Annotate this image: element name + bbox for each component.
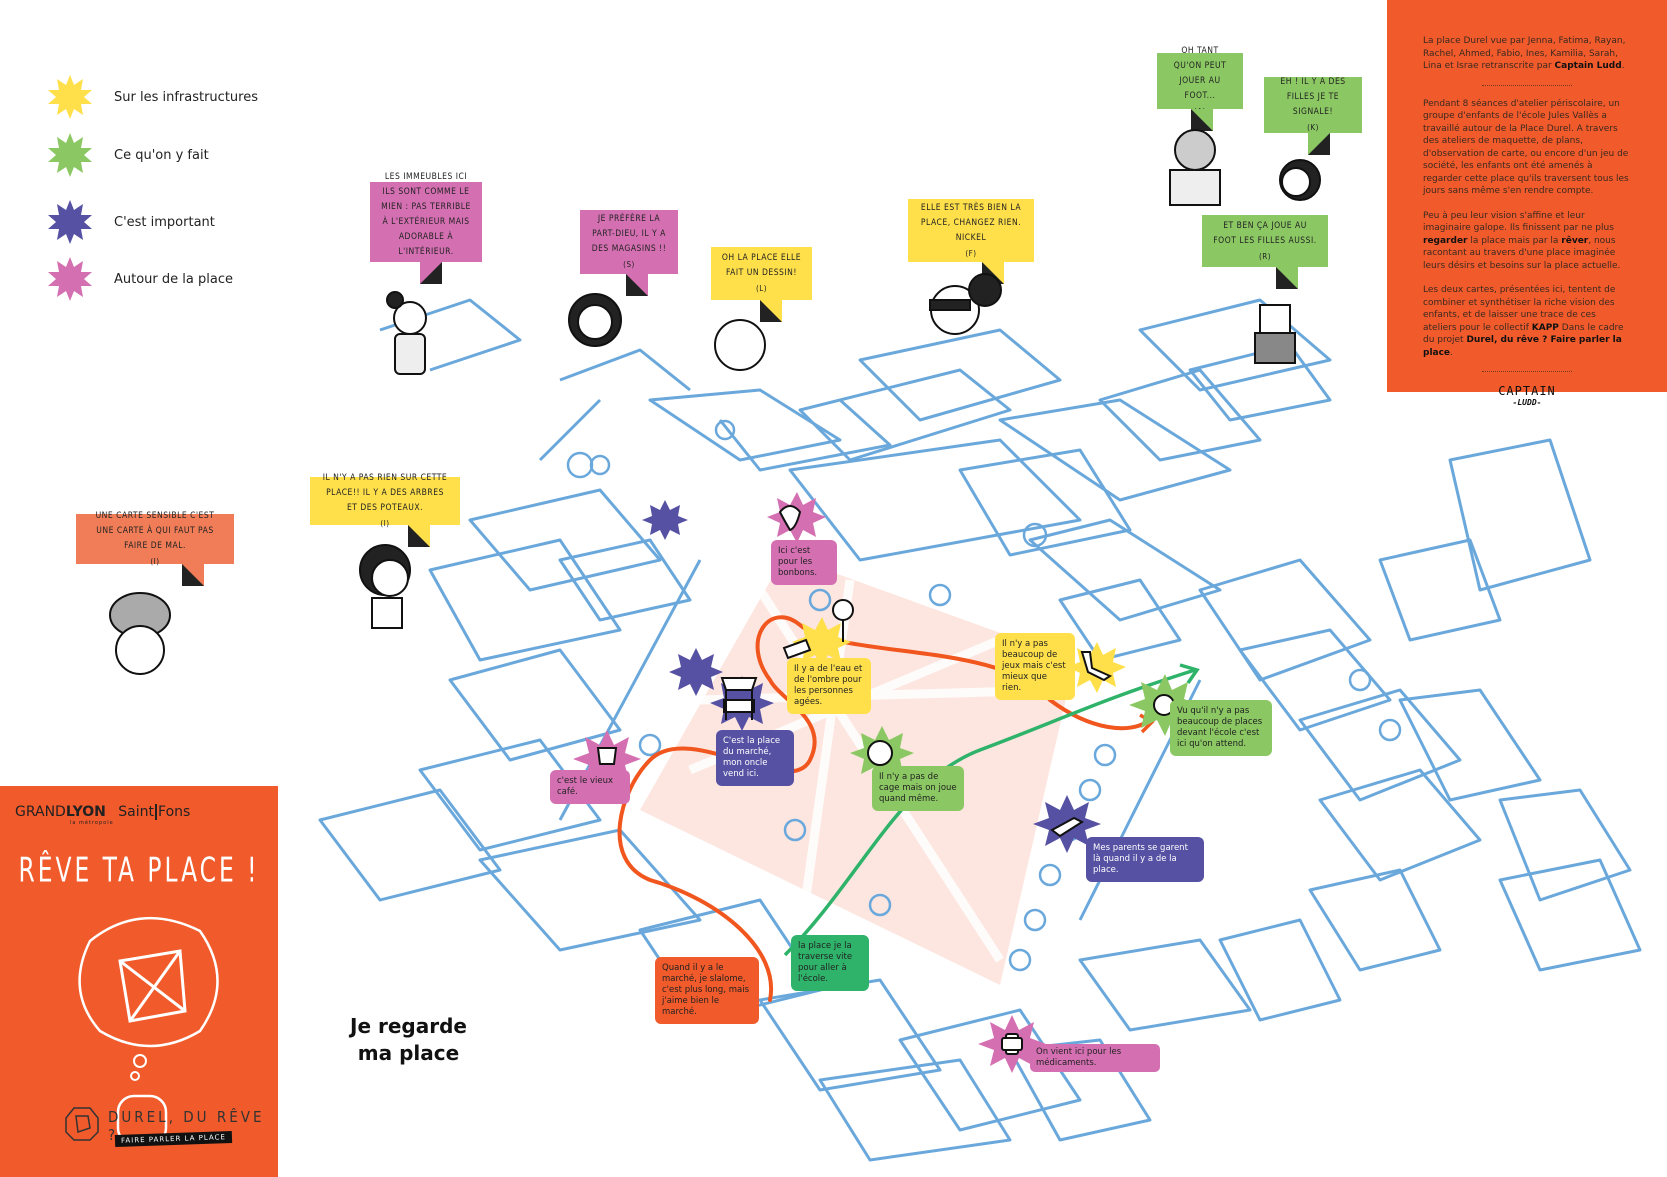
description-paragraph-1: Pendant 8 séances d'atelier périscolaire… [1423,98,1629,197]
quote-text: Elle est très bien la place, changez rie… [920,202,1022,243]
divider [1482,371,1572,372]
car-icon [1050,816,1085,838]
croissant-icon [778,505,802,532]
green-burst-icon [48,133,92,177]
quote-text: Oh tant qu'on peut jouer au foot... [1173,45,1227,101]
note-bonbons: Ici c'est pour les bonbons. [771,540,837,585]
durel-logo-icon [65,1107,99,1141]
child-r-drawing [1254,304,1296,364]
slide-icon [1080,651,1113,682]
cup-icon [596,747,618,765]
quote-bubble-i1: Il n'y a pas rien sur cette place!! Il y… [310,473,460,547]
child-a-drawing [1169,129,1221,206]
quote-bubble-k: Eh ! il y a des filles je te signale! (K… [1264,77,1362,155]
credits-text: La place Durel vue par Jenna, Fatima, Ra… [1423,36,1626,71]
quote-text: Eh ! il y a des filles je te signale! [1280,77,1346,117]
author-name: Captain Ludd [1554,61,1622,71]
pink-burst-icon [48,257,92,301]
legend-item-around: Autour de la place [48,257,233,301]
note-jeux: Il n'y a pas beaucoup de jeux mais c'est… [995,633,1075,700]
child-i1-drawing [359,544,411,629]
project-name: DUREL, DU RÊVE ? [108,1108,265,1144]
note-traverse: la place je la traverse vite pour aller … [791,935,869,991]
quote-author: (F) [965,248,977,258]
legend-item-infrastructures: Sur les infrastructures [48,75,258,119]
legend-label: Autour de la place [114,271,233,287]
quote-author: (I) [380,519,390,528]
football-icon [867,740,893,766]
marker-yellow-jeux [1067,642,1126,693]
quote-author: (L) [755,284,768,293]
legend-label: C'est important [114,214,215,230]
route-green [783,668,1196,957]
map-title-line2: ma place [357,1041,460,1065]
bench-icon [782,638,812,660]
map-title: Je regarde ma place [350,1013,467,1067]
quote-text: Et ben ça joue au foot les filles aussi. [1213,220,1317,246]
child-k-drawing [1279,159,1321,201]
child-f-drawing [929,273,1002,335]
route-green-arrowhead [1179,663,1200,684]
captain-ludd-logo: CAPTAIN -LUDD- [1498,384,1556,407]
quote-author: (K) [1307,123,1319,132]
legend-label: Sur les infrastructures [114,89,258,105]
note-slalome: Quand il y a le marché, je slalome, c'es… [655,957,759,1024]
quote-bubble-s: Je préfère la Part-Dieu, il y a des maga… [580,210,678,296]
yellow-burst-icon [48,75,92,119]
indigo-burst-icon [48,200,92,244]
marker-indigo-car2 [669,648,723,696]
quote-bubble-r: Et ben ça joue au foot les filles aussi.… [1202,215,1328,289]
description-paragraph-3: Les deux cartes, présentées ici, tentent… [1423,285,1624,358]
note-cage: Il n'y a pas de cage mais on joue quand … [872,766,964,811]
note-eau-ombre: Il y a de l'eau et de l'ombre pour les p… [787,658,871,714]
child-j-drawing [386,291,427,375]
quote-bubble-i2: Une carte sensible c'est une carte à qui… [76,511,234,586]
legend-item-important: C'est important [48,200,215,244]
project-description-panel: La place Durel vue par Jenna, Fatima, Ra… [1387,0,1667,407]
child-l-drawing [714,319,766,371]
dream-illustration [78,916,219,1141]
market-stall-icon [720,677,758,720]
quote-bubble-l: Oh la place elle fait un dessin! (L) [711,247,812,322]
quote-text: Une carte sensible c'est une carte à qui… [95,511,215,551]
note-cafe: c'est le vieux café. [550,770,630,804]
note-parents: Mes parents se garent là quand il y a de… [1086,837,1204,882]
quote-text: Oh la place elle fait un dessin! [721,253,802,278]
cover-title: RÊVE TA PLACE ! [18,851,260,891]
grand-lyon-logo: GRANDLYON [15,804,106,820]
quote-text: Je préfère la Part-Dieu, il y a des maga… [591,214,667,254]
divider [1482,84,1572,86]
map-title-line1: Je regarde [350,1014,467,1038]
legend-item-activities: Ce qu'on y fait [48,133,209,177]
quote-author: (I) [150,557,160,566]
legend-label: Ce qu'on y fait [114,147,209,163]
note-ecole: Vu qu'il n'y a pas beaucoup de places de… [1170,700,1272,756]
quote-author: (S) [623,260,635,269]
quote-bubble-a: Oh tant qu'on peut jouer au foot... (A) [1157,46,1243,131]
child-s-drawing [568,293,622,347]
quote-text: Il n'y a pas rien sur cette place!! Il y… [322,473,448,513]
sleeping-face-icon [116,1094,168,1141]
quote-author: (R) [1258,251,1272,261]
buildings [318,298,1642,1162]
marker-yellow-eau [792,617,851,668]
note-marche: C'est la place du marché, mon oncle vend… [716,730,794,786]
description-paragraph-2: Peu à peu leur vision s'affine et leur i… [1423,210,1621,271]
marker-indigo-car1 [642,500,688,540]
note-medicaments: On vient ici pour les médicaments. [1030,1044,1160,1072]
child-i2-drawing [109,592,171,675]
